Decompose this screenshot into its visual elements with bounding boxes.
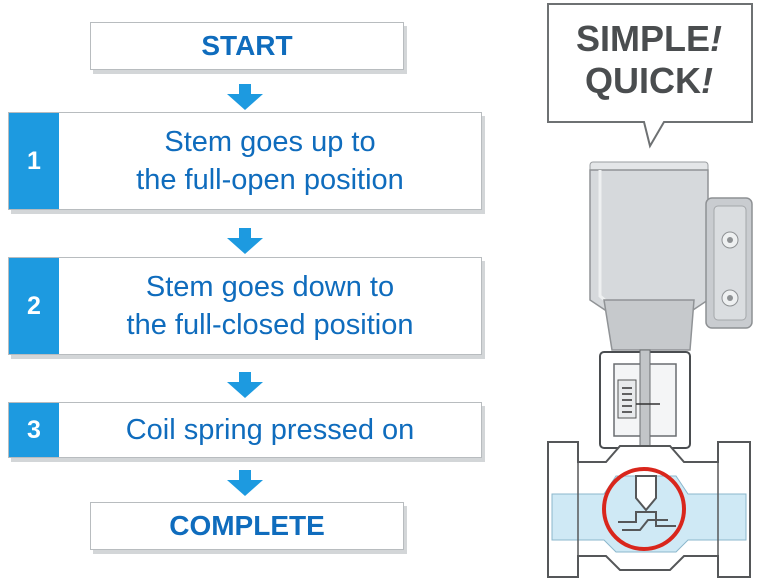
step-text: Stem goes down to the full-closed positio… <box>59 258 481 354</box>
step-number: 2 <box>9 258 59 354</box>
callout-exclamation: ! <box>701 60 713 101</box>
step-text-line: Stem goes up to <box>164 126 376 158</box>
step-number: 1 <box>9 113 59 209</box>
callout-exclamation: ! <box>710 18 722 59</box>
callout-line: SIMPLE <box>575 18 710 59</box>
complete-box: COMPLETE <box>90 502 404 550</box>
step-text: Coil spring pressed on <box>59 403 481 457</box>
callout-text: SIMPLE! QUICK! <box>545 18 753 102</box>
down-arrow-icon <box>227 228 263 254</box>
down-arrow-icon <box>227 84 263 110</box>
down-arrow-icon <box>227 372 263 398</box>
step-text-line: Stem goes down to <box>145 271 395 303</box>
complete-label: COMPLETE <box>169 510 325 541</box>
highlight-circle <box>602 467 686 551</box>
down-arrow-icon <box>227 470 263 496</box>
step-2: 2 Stem goes down to the full-closed posit… <box>8 257 482 355</box>
start-box: START <box>90 22 404 70</box>
step-text-line: the full-closed position <box>126 309 414 341</box>
speech-bubble <box>547 3 753 149</box>
step-text-line: the full-open position <box>136 164 404 196</box>
step-3: 3 Coil spring pressed on <box>8 402 482 458</box>
step-number: 3 <box>9 403 59 457</box>
step-1: 1 Stem goes up to the full-open position <box>8 112 482 210</box>
step-text: Stem goes up to the full-open position <box>59 113 481 209</box>
start-label: START <box>201 30 293 61</box>
callout-line: QUICK <box>585 60 701 101</box>
step-text-line: Coil spring pressed on <box>125 414 415 446</box>
